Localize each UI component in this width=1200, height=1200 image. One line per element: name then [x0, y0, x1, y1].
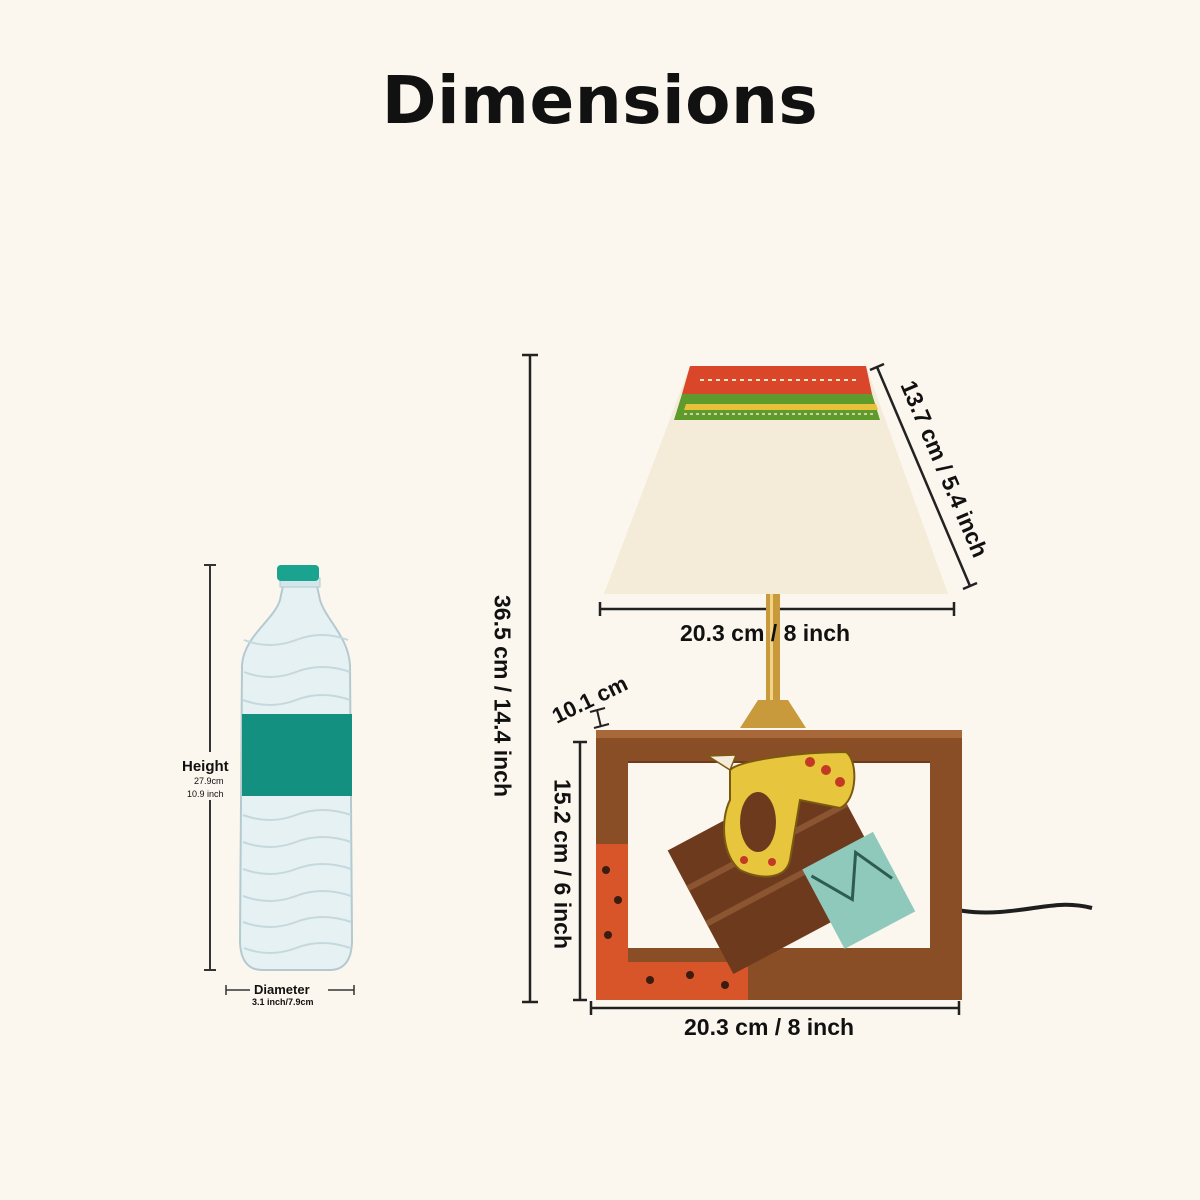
bottle-diameter-value: 3.1 inch/7.9cm — [252, 997, 314, 1007]
bottle-diameter-line — [225, 985, 355, 995]
table-lamp — [596, 366, 1093, 1000]
bottle-diameter-label: Diameter — [254, 982, 310, 997]
shade-width-label: 20.3 cm / 8 inch — [680, 620, 851, 646]
water-bottle — [238, 565, 354, 971]
base-height-label: 15.2 cm / 6 inch — [549, 778, 576, 950]
bottle-height-inch: 10.9 inch — [187, 789, 224, 799]
base-width-label: 20.3 cm / 8 inch — [684, 1014, 855, 1040]
lamp-total-height-label: 36.5 cm / 14.4 inch — [489, 594, 516, 798]
bottle-height-line — [204, 564, 216, 971]
shade-height-line — [869, 362, 978, 591]
base-height-line — [573, 740, 587, 1002]
lamp-total-height-line — [522, 353, 538, 1004]
page-title: Dimensions — [381, 62, 819, 139]
gap-line — [589, 707, 610, 729]
bottle-height-label: Height — [182, 758, 229, 775]
bottle-height-cm: 27.9cm — [194, 776, 224, 786]
base-width-line — [589, 1001, 961, 1015]
